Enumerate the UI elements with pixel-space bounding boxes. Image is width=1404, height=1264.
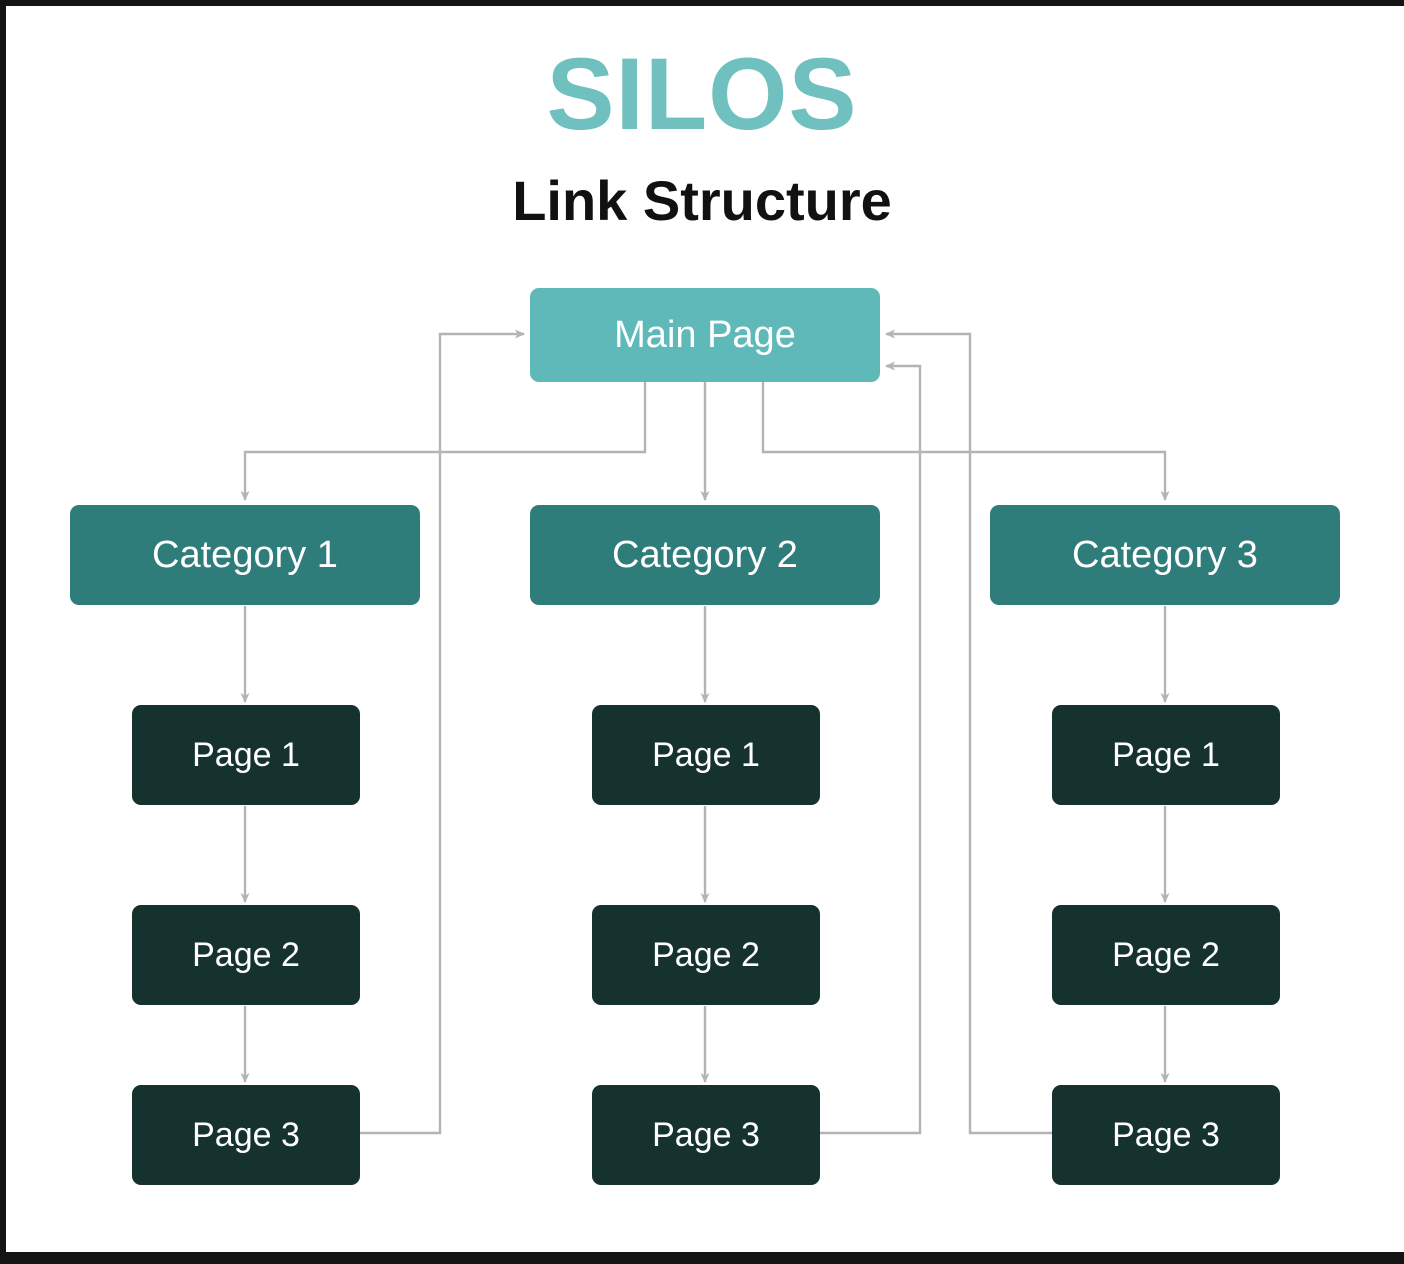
frame-border-top bbox=[0, 0, 1404, 6]
node-silo-1-page-1[interactable]: Page 1 bbox=[132, 705, 360, 805]
node-silo-1-page-2[interactable]: Page 2 bbox=[132, 905, 360, 1005]
node-silo-2-page-1[interactable]: Page 1 bbox=[592, 705, 820, 805]
node-category-1-label: Category 1 bbox=[152, 533, 338, 576]
page-title: SILOS bbox=[546, 37, 858, 151]
node-silo-1-page-1-label: Page 1 bbox=[192, 735, 300, 774]
node-main-page[interactable]: Main Page bbox=[530, 288, 880, 382]
node-category-1[interactable]: Category 1 bbox=[70, 505, 420, 605]
node-silo-3-page-2-label: Page 2 bbox=[1112, 935, 1220, 974]
node-silo-3-page-1[interactable]: Page 1 bbox=[1052, 705, 1280, 805]
edge-silo2-page-3-to-main bbox=[820, 361, 922, 1135]
node-silo-1-page-2-label: Page 2 bbox=[192, 935, 300, 974]
node-category-3-label: Category 3 bbox=[1072, 533, 1258, 576]
node-category-3[interactable]: Category 3 bbox=[990, 505, 1340, 605]
node-silo-2-page-2[interactable]: Page 2 bbox=[592, 905, 820, 1005]
node-silo-2-page-2-label: Page 2 bbox=[652, 935, 760, 974]
node-category-2-label: Category 2 bbox=[612, 533, 798, 576]
edge-silo3-page-3-to-main bbox=[885, 329, 1052, 1135]
node-silo-3-page-1-label: Page 1 bbox=[1112, 735, 1220, 774]
frame-border-left bbox=[0, 0, 6, 1264]
node-silo-2-page-1-label: Page 1 bbox=[652, 735, 760, 774]
node-main-page-label: Main Page bbox=[614, 313, 796, 356]
edge-main-to-category-1 bbox=[240, 382, 647, 501]
node-silo-1-page-3-label: Page 3 bbox=[192, 1115, 300, 1154]
edge-main-to-category-3 bbox=[761, 382, 1170, 501]
edge-silo1-page-3-to-main bbox=[360, 329, 525, 1135]
node-silo-2-page-3[interactable]: Page 3 bbox=[592, 1085, 820, 1185]
frame-border-bottom bbox=[0, 1252, 1404, 1264]
node-category-2[interactable]: Category 2 bbox=[530, 505, 880, 605]
node-silo-1-page-3[interactable]: Page 3 bbox=[132, 1085, 360, 1185]
node-silo-3-page-2[interactable]: Page 2 bbox=[1052, 905, 1280, 1005]
node-silo-3-page-3[interactable]: Page 3 bbox=[1052, 1085, 1280, 1185]
node-silo-3-page-3-label: Page 3 bbox=[1112, 1115, 1220, 1154]
node-silo-2-page-3-label: Page 3 bbox=[652, 1115, 760, 1154]
page-subtitle: Link Structure bbox=[512, 169, 892, 232]
